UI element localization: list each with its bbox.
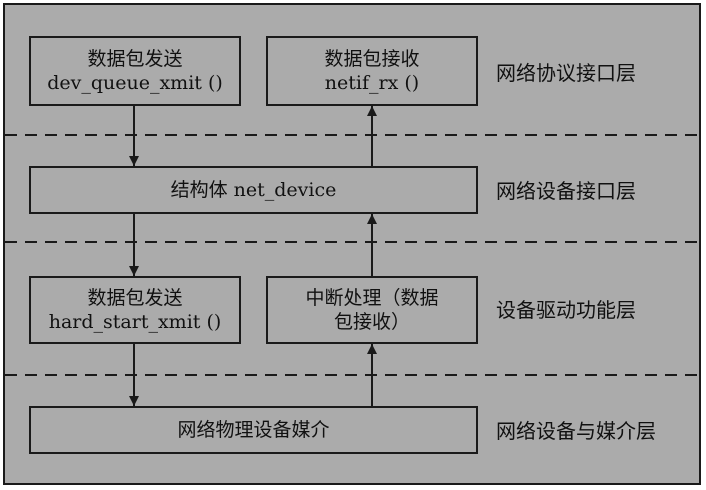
send-packet-top-line1: 数据包发送 [87,48,183,70]
layer-label-driver-function: 设备驱动功能层 [496,298,636,322]
layer-label-device-interface: 网络设备接口层 [496,179,636,203]
layer-label-protocol-interface: 网络协议接口层 [496,61,636,85]
interrupt-handler-line2: 包接收） [333,311,410,333]
interrupt-handler-line1: 中断处理（数据 [305,287,439,309]
send-packet-driver-line2: hard_start_xmit () [48,311,222,333]
send-packet-driver-box: 数据包发送 hard_start_xmit () [29,276,241,344]
physical-medium-label: 网络物理设备媒介 [177,419,330,441]
receive-packet-top-box: 数据包接收 netif_rx () [266,36,478,106]
layer-label-device-medium: 网络设备与媒介层 [496,419,656,443]
receive-packet-top-line1: 数据包接收 [324,48,420,70]
interrupt-handler-box: 中断处理（数据 包接收） [266,276,478,344]
send-packet-driver-line1: 数据包发送 [87,287,183,309]
net-device-struct-box: 结构体 net_device [29,166,478,214]
physical-medium-box: 网络物理设备媒介 [29,406,478,454]
send-packet-top-box: 数据包发送 dev_queue_xmit () [29,36,241,106]
send-packet-top-line2: dev_queue_xmit () [47,72,223,94]
net-device-struct-label: 结构体 net_device [170,179,337,201]
receive-packet-top-line2: netif_rx () [324,72,420,94]
